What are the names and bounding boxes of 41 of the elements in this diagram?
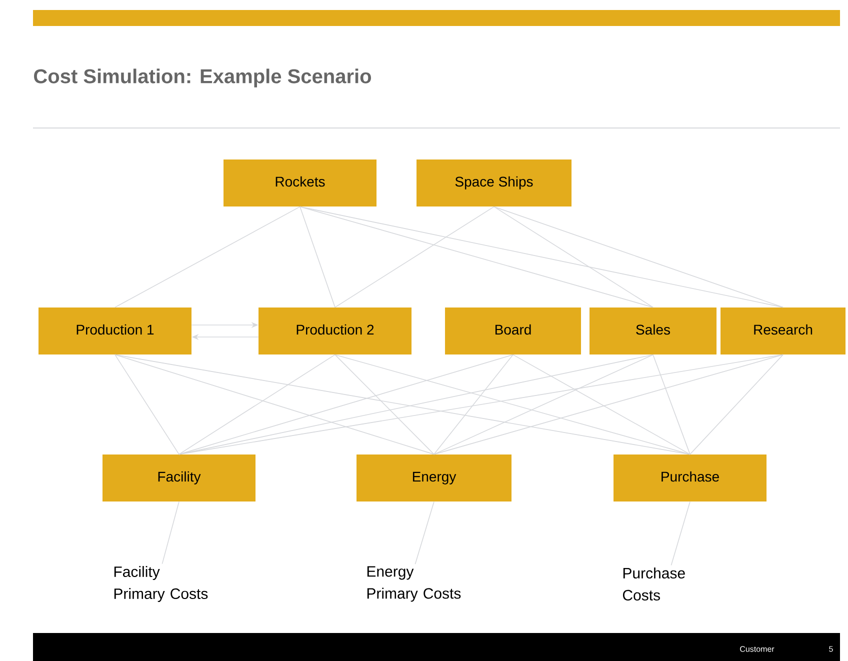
connector-line bbox=[434, 354, 514, 455]
cost-text: Facility Primary Costs bbox=[114, 566, 208, 602]
connector-line bbox=[494, 206, 784, 308]
process-box: Production 1 bbox=[38, 308, 192, 354]
connector-line bbox=[652, 354, 690, 455]
connector-line bbox=[690, 354, 784, 455]
process-box: Production 2 bbox=[258, 308, 412, 354]
cost-text: Purchase Costs bbox=[622, 568, 685, 600]
connector-line bbox=[300, 206, 784, 308]
connector-line bbox=[114, 206, 300, 308]
connector-line bbox=[300, 206, 336, 308]
connector-line bbox=[670, 501, 690, 566]
connector-line bbox=[114, 354, 434, 455]
connector-line bbox=[334, 354, 434, 455]
connector-line bbox=[178, 354, 654, 455]
process-box: Rockets bbox=[224, 160, 376, 206]
footer-text: 5 bbox=[829, 646, 833, 652]
connector-line bbox=[512, 354, 690, 455]
footer-text: Customer bbox=[740, 646, 774, 652]
connector-line bbox=[114, 354, 180, 455]
connector-line bbox=[434, 354, 784, 455]
connector-line bbox=[414, 501, 434, 564]
connector-line bbox=[494, 206, 654, 308]
process-box: Purchase bbox=[614, 454, 766, 502]
connector-line bbox=[178, 354, 514, 455]
connector-line bbox=[334, 206, 494, 308]
connector-line bbox=[178, 354, 336, 455]
process-box: Board bbox=[445, 308, 581, 354]
connector-line bbox=[434, 354, 654, 455]
process-box: Energy bbox=[356, 454, 512, 502]
process-box: Research bbox=[720, 308, 846, 354]
process-box: Space Ships bbox=[416, 160, 572, 206]
connector-line bbox=[300, 206, 654, 308]
cost-text: Energy Primary Costs bbox=[367, 566, 461, 602]
connector-line bbox=[334, 354, 690, 455]
connector-line bbox=[178, 354, 784, 455]
connector-line bbox=[114, 354, 690, 455]
connector-line bbox=[162, 501, 180, 564]
process-box: Sales bbox=[590, 308, 716, 354]
process-box: Facility bbox=[102, 454, 256, 502]
title: Cost Simulation: Example Scenario bbox=[34, 68, 372, 88]
